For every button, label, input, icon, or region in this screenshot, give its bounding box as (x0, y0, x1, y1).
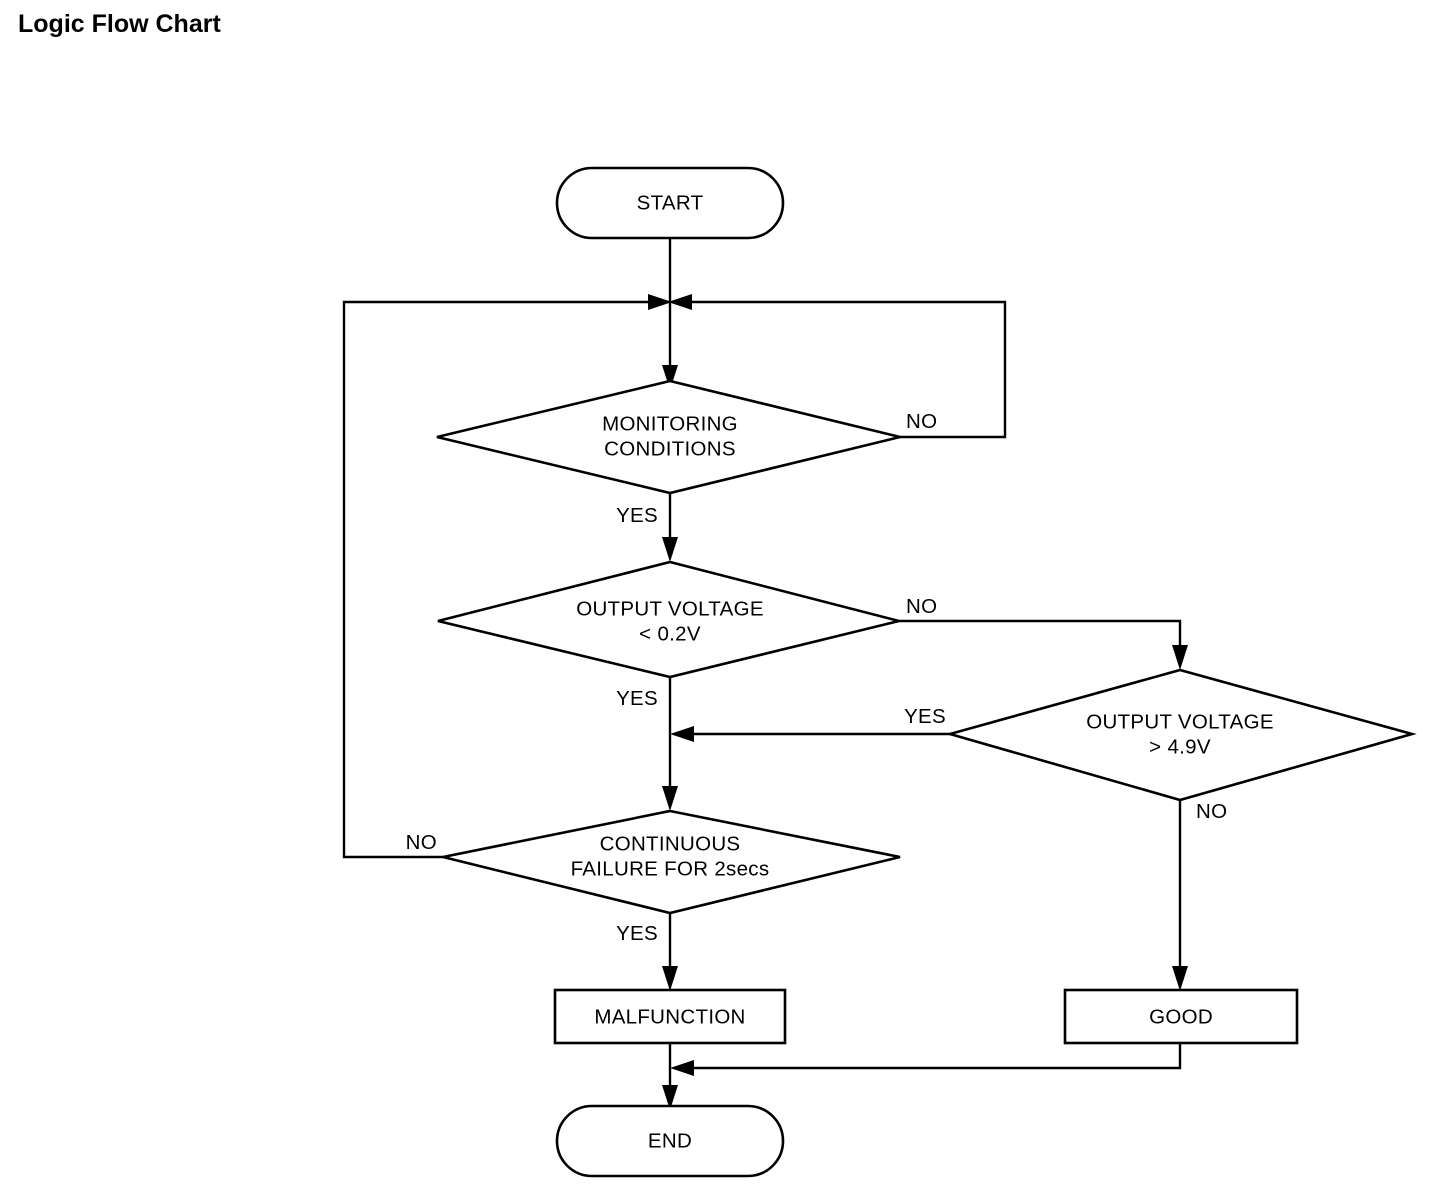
edge-label-monitoring-no: NO (906, 410, 937, 433)
end-label: END (648, 1129, 692, 1152)
output-voltage-high-label-line2: > 4.9V (1149, 735, 1211, 758)
continuous-failure-label-line1: CONTINUOUS (600, 832, 741, 855)
monitoring-conditions-label-line1: MONITORING (602, 412, 738, 435)
output-voltage-low-shape (437, 560, 900, 679)
start-shape (555, 166, 785, 240)
output-voltage-low-label-line1: OUTPUT VOLTAGE (576, 597, 764, 620)
output-voltage-high-shape (945, 668, 1417, 802)
continuous-failure-label-line2: FAILURE FOR 2secs (571, 857, 770, 880)
arrowhead-volthigh-yes-into-mainline (670, 726, 694, 742)
edge-label-volthigh-no: NO (1196, 800, 1227, 823)
node-end[interactable]: END (555, 1104, 785, 1178)
edge-monitoring-no-feedback (677, 300, 1007, 439)
edge-contfailure-no-feedback (342, 300, 663, 859)
output-voltage-high-label-line1: OUTPUT VOLTAGE (1086, 710, 1274, 733)
good-label: GOOD (1149, 1005, 1213, 1028)
monitoring-conditions-shape (436, 379, 901, 495)
edge-label-contfailure-no: NO (406, 831, 437, 854)
monitoring-conditions-label-line2: CONDITIONS (604, 437, 736, 460)
arrowhead-into-contfailure (662, 786, 678, 811)
node-output-voltage-low[interactable]: OUTPUT VOLTAGE < 0.2V (437, 560, 900, 679)
end-shape (555, 1104, 785, 1178)
node-good[interactable]: GOOD (1063, 988, 1299, 1045)
arrowhead-into-malfunction (662, 966, 678, 991)
edge-label-monitoring-yes: YES (616, 504, 658, 527)
malfunction-label: MALFUNCTION (594, 1005, 745, 1028)
page-title: Logic Flow Chart (18, 10, 221, 38)
continuous-failure-shape (442, 809, 901, 915)
edge-label-volthigh-yes: YES (904, 705, 946, 728)
start-label: START (637, 191, 704, 214)
arrowhead-into-monitoring (662, 365, 678, 390)
malfunction-shape (553, 988, 787, 1045)
edge-voltlow-no (899, 619, 1182, 660)
arrowhead-into-voltlow (662, 537, 678, 562)
node-malfunction[interactable]: MALFUNCTION (553, 988, 787, 1045)
node-continuous-failure[interactable]: CONTINUOUS FAILURE FOR 2secs (442, 809, 901, 915)
arrowhead-left-feedback-into-junction (648, 294, 672, 310)
arrowhead-into-volthigh (1172, 645, 1188, 670)
node-monitoring-conditions[interactable]: MONITORING CONDITIONS (436, 379, 901, 495)
arrowhead-right-feedback-into-junction (668, 294, 692, 310)
node-start[interactable]: START (555, 166, 785, 240)
good-shape (1063, 988, 1299, 1045)
node-output-voltage-high[interactable]: OUTPUT VOLTAGE > 4.9V (945, 668, 1417, 802)
edge-label-contfailure-yes: YES (616, 922, 658, 945)
edge-label-voltlow-yes: YES (616, 687, 658, 710)
arrowhead-into-good (1172, 966, 1188, 991)
output-voltage-low-label-line2: < 0.2V (639, 622, 701, 645)
edge-good-to-end (679, 1043, 1182, 1070)
arrowhead-into-end (662, 1085, 678, 1110)
arrowhead-good-merge (670, 1060, 694, 1076)
edge-label-voltlow-no: NO (906, 595, 937, 618)
